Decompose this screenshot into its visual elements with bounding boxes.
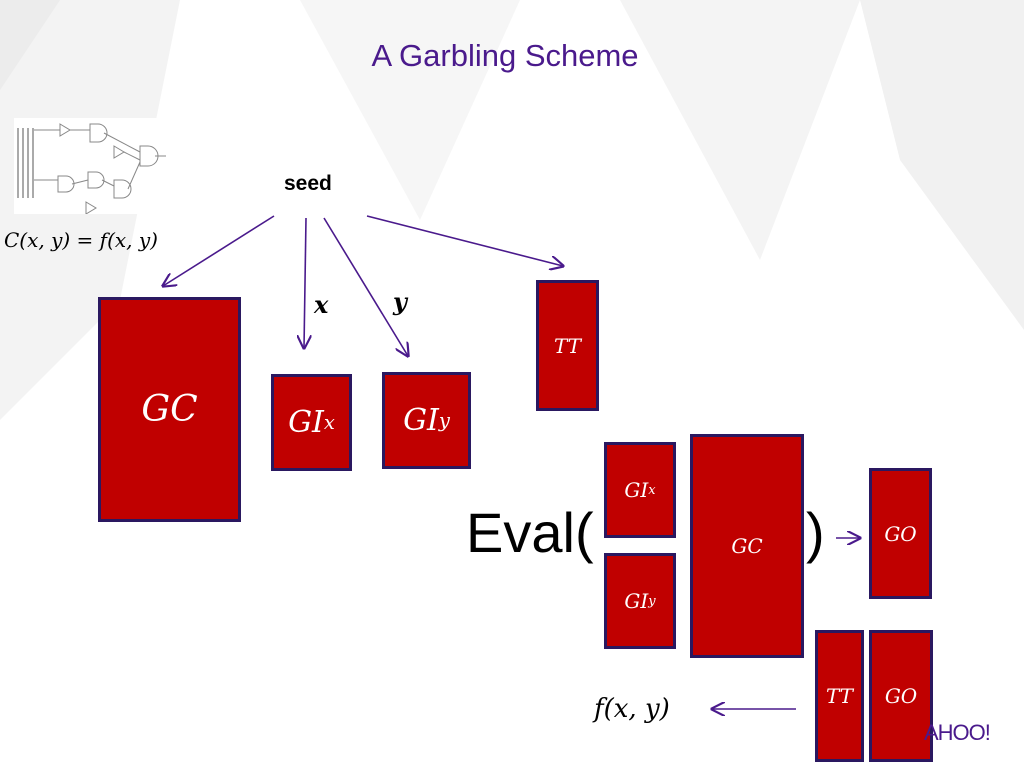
gi-x-sub: x (323, 411, 335, 434)
seed-label: seed (284, 172, 332, 195)
eval-gi-x-sub: x (648, 482, 656, 498)
eval-gi-x-main: GI (624, 478, 649, 502)
gi-x-main: GI (288, 405, 324, 440)
decode-go-label: GO (884, 684, 918, 708)
result-fxy: f(x, y) (594, 694, 670, 724)
go-box-label: GO (884, 521, 917, 546)
input-y-label: y (393, 287, 407, 316)
decode-tt-label: TT (825, 684, 854, 708)
yahoo-logo: AHOO! (924, 720, 991, 745)
gi-y-main: GI (403, 403, 439, 438)
eval-gi-y-main: GI (624, 589, 649, 613)
decode-tt-box: TT (815, 630, 864, 762)
eval-gc-box: GC (690, 434, 804, 658)
gc-box: GC (98, 297, 241, 522)
gc-box-label: GC (141, 389, 198, 430)
decode-go-box: GO (869, 630, 933, 762)
gi-y-sub: y (438, 409, 450, 432)
tt-box-label: TT (553, 333, 582, 358)
eval-open-text: Eval( (466, 501, 594, 564)
eval-gc-label: GC (731, 534, 763, 558)
eval-gi-y-sub: y (648, 593, 656, 609)
input-x-label: x (314, 290, 329, 319)
eval-close-text: ) (806, 501, 825, 564)
circuit-formula: C(x, y) = f(x, y) (4, 228, 158, 252)
go-box: GO (869, 468, 932, 599)
tt-box: TT (536, 280, 599, 411)
circuit-diagram (14, 118, 169, 214)
slide-title: A Garbling Scheme (371, 38, 639, 73)
